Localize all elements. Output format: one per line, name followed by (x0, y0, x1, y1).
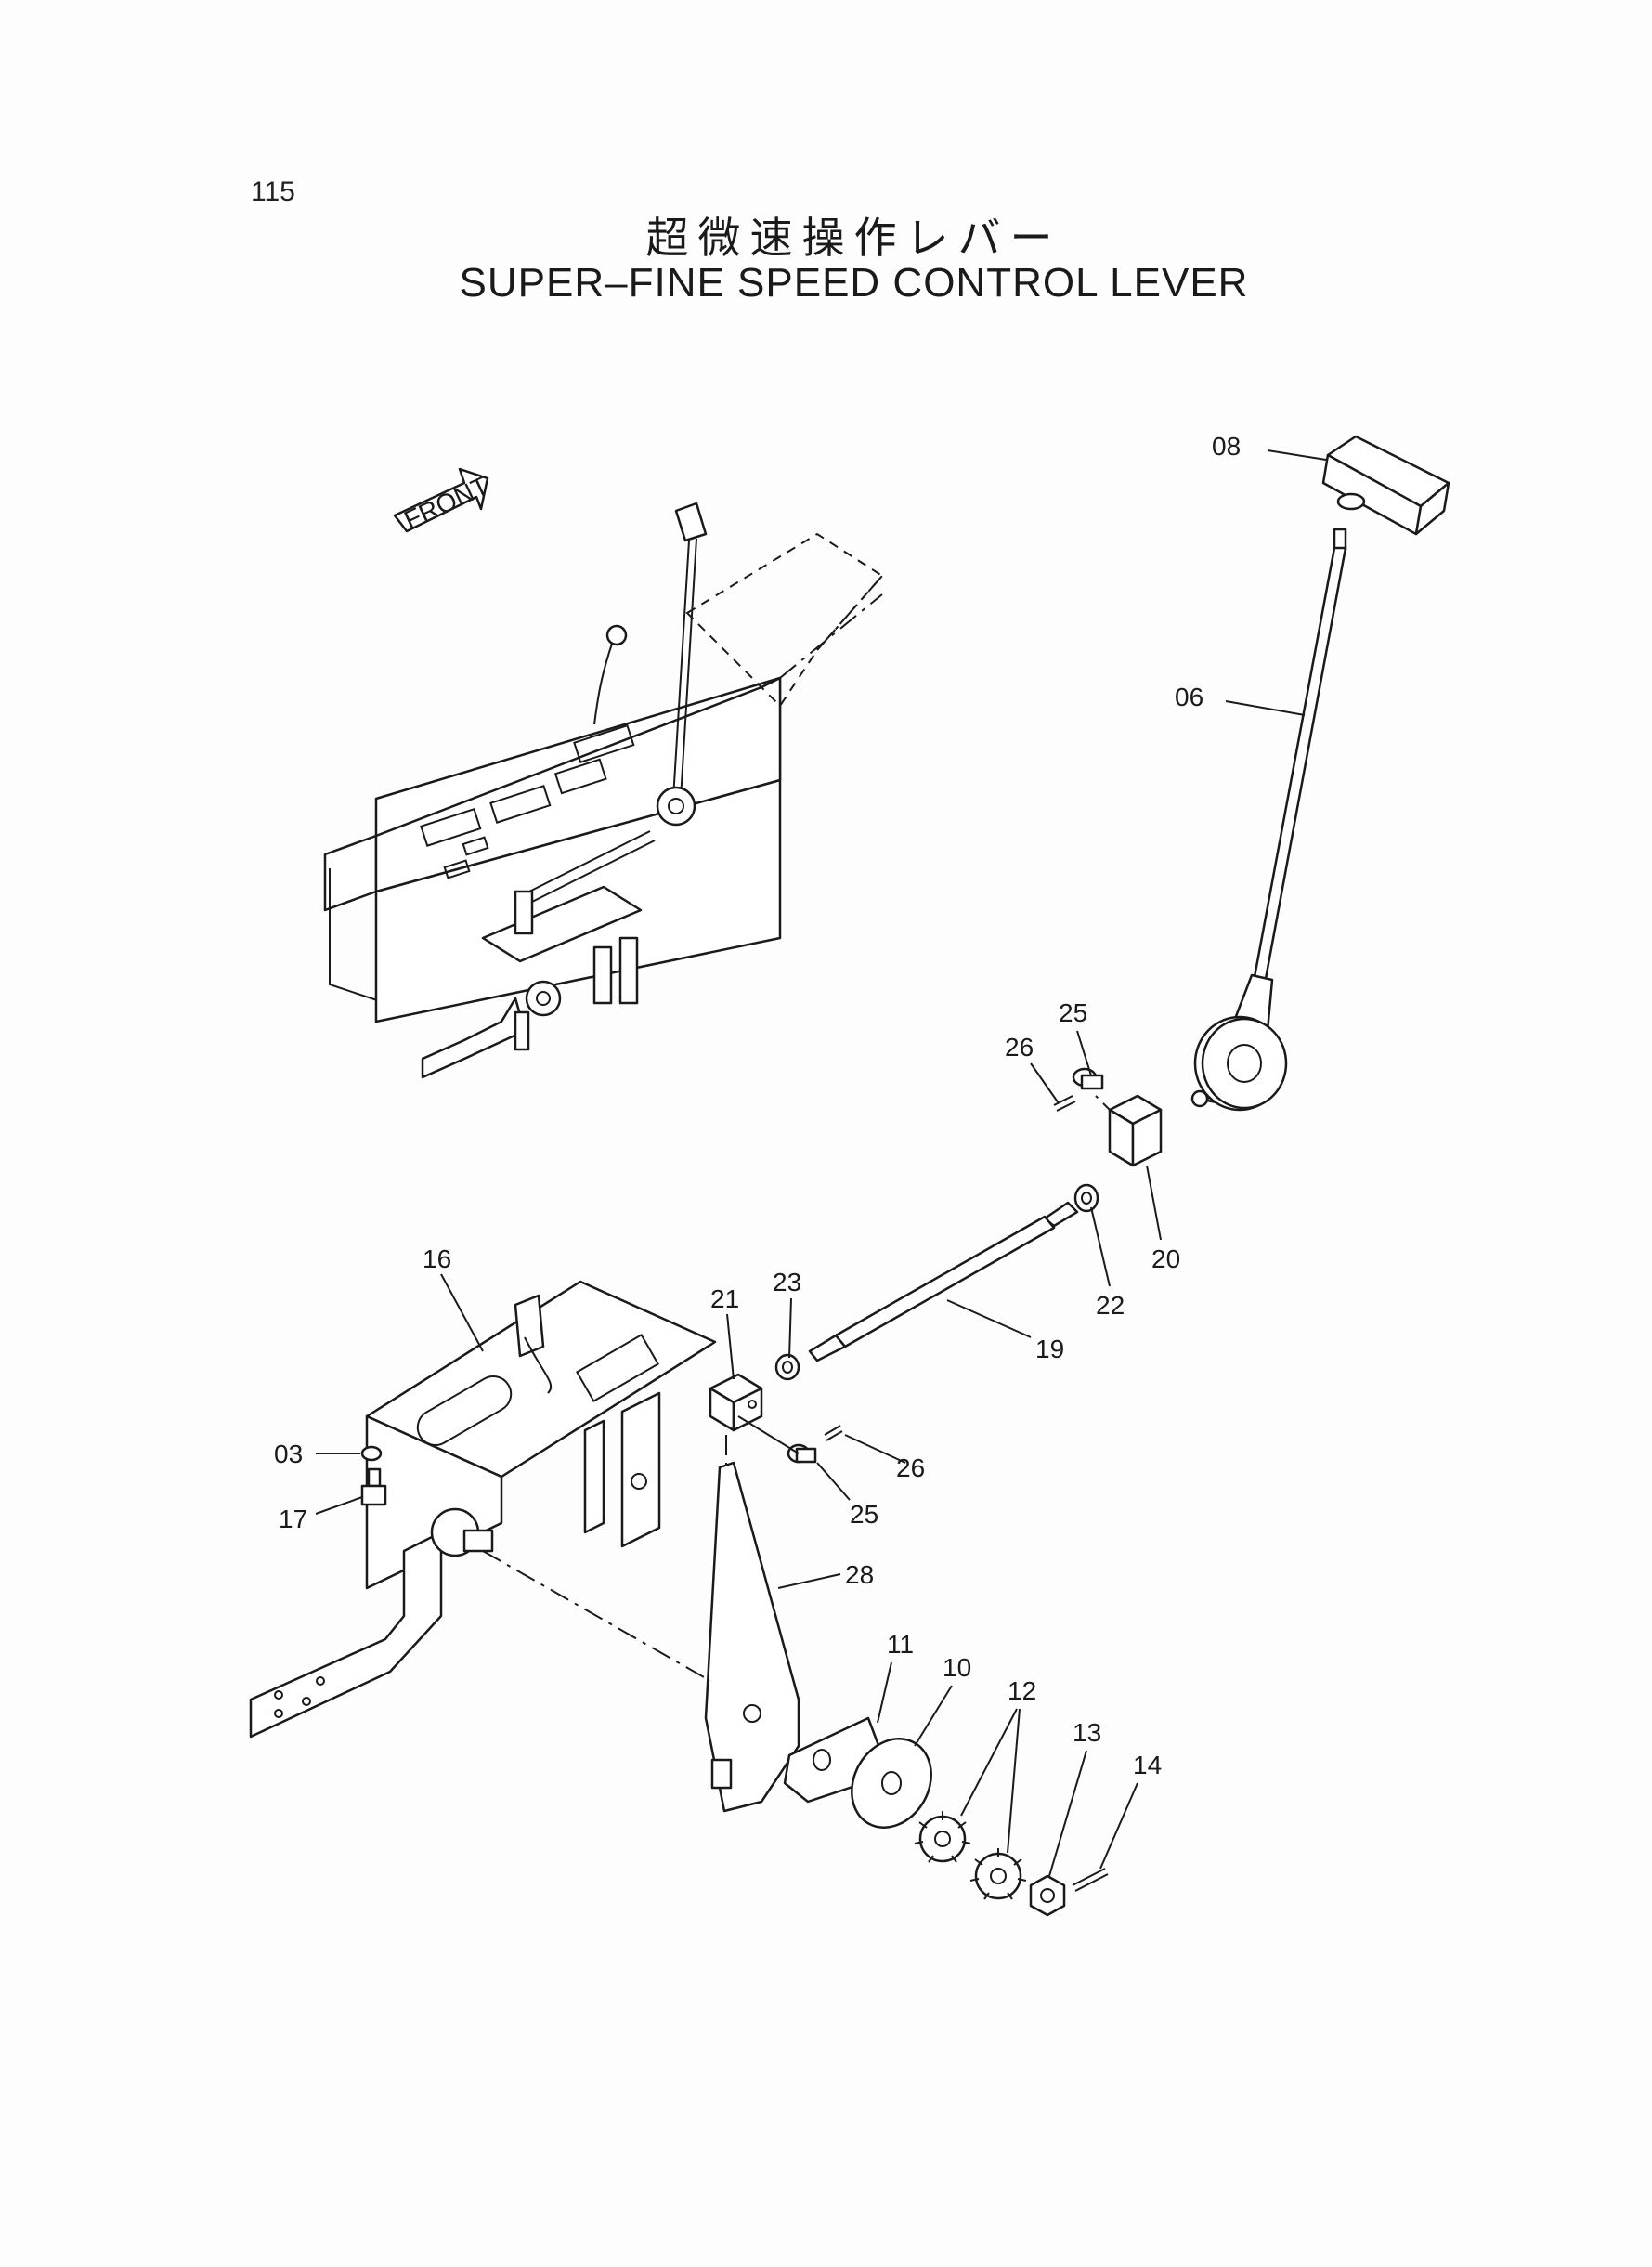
assembly-line-pivot (482, 1550, 711, 1682)
upper-pin-and-cotter (1053, 1067, 1104, 1112)
callout-13: 13 (1073, 1718, 1101, 1747)
callout-16: 16 (423, 1244, 451, 1273)
callout-28: 28 (845, 1560, 874, 1589)
title-english: SUPER–FINE SPEED CONTROL LEVER (459, 260, 1249, 306)
part-08-knob (1321, 435, 1450, 536)
callout-labels: 08 06 25 26 20 22 19 23 21 16 03 17 26 2… (274, 432, 1241, 1779)
part-12-star-washers (914, 1811, 1027, 1900)
callout-23: 23 (773, 1268, 801, 1296)
part-21-clevis (709, 1373, 763, 1432)
callout-21: 21 (710, 1284, 739, 1313)
callout-26-lower: 26 (896, 1453, 925, 1482)
callout-03: 03 (274, 1440, 303, 1468)
callout-10: 10 (943, 1653, 971, 1682)
callout-22: 22 (1096, 1291, 1125, 1320)
part-14-cotter (1072, 1868, 1109, 1892)
leader-lines (315, 449, 1327, 1877)
callout-12: 12 (1008, 1676, 1036, 1705)
callout-26-upper: 26 (1005, 1033, 1034, 1062)
part-20-clevis (1108, 1094, 1163, 1167)
callout-17: 17 (279, 1505, 307, 1533)
title-japanese: 超微速操作レバー (645, 213, 1062, 263)
callout-08: 08 (1212, 432, 1241, 461)
part-23-nut (774, 1353, 800, 1381)
overview-assembly (323, 502, 884, 1079)
part-13-nut (1029, 1874, 1066, 1917)
lower-pin-and-cotter (737, 1415, 843, 1464)
part-22-nut (1073, 1183, 1099, 1213)
part-28-plate (704, 1461, 800, 1813)
washer-and-bolt (360, 1445, 387, 1506)
callout-06: 06 (1175, 683, 1203, 711)
callout-14: 14 (1133, 1751, 1162, 1779)
part-16-bracket (249, 1280, 717, 1739)
part-06-lever (1190, 528, 1347, 1112)
callout-19: 19 (1035, 1335, 1064, 1363)
callout-11: 11 (887, 1630, 914, 1659)
front-arrow-icon: FRONT (393, 467, 493, 535)
part-10-washer (851, 1738, 932, 1829)
callout-25-upper: 25 (1059, 998, 1087, 1027)
page-number: 115 (251, 176, 295, 207)
callout-25-lower: 25 (850, 1500, 878, 1529)
callout-20: 20 (1151, 1244, 1180, 1273)
part-19-rod (808, 1201, 1079, 1362)
front-label: FRONT (399, 471, 493, 535)
assembly-line-pin (1095, 1095, 1111, 1111)
